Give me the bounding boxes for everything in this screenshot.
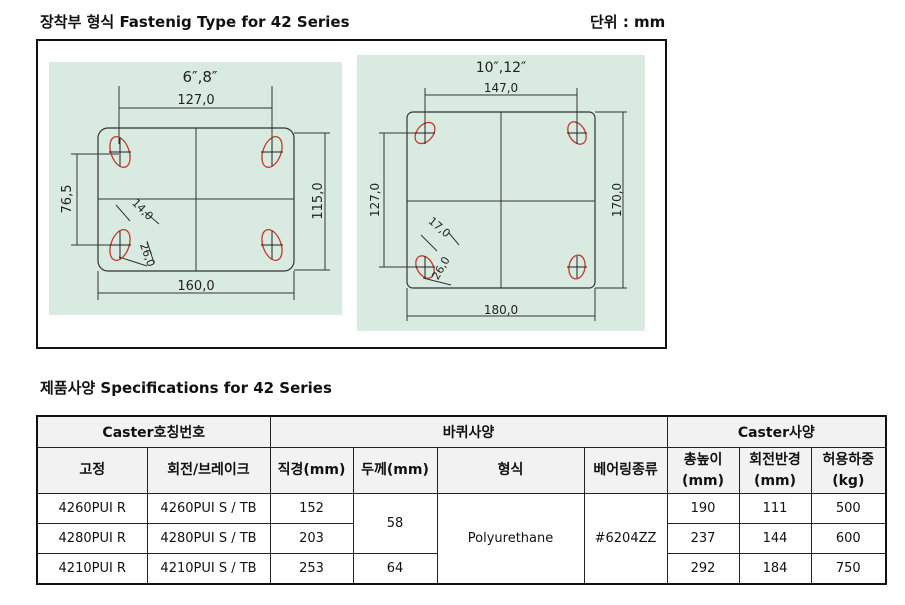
group-wheel-spec: 바퀴사양: [269, 415, 668, 448]
dim-slot-b: 26,0: [137, 241, 158, 268]
cell-height: 190: [666, 493, 740, 524]
cell-diameter: 253: [269, 553, 354, 585]
col-load: 허용하중(kg): [810, 447, 887, 494]
col-diameter: 직경(mm): [269, 447, 354, 494]
cell-fixed: 4260PUI R: [36, 493, 148, 524]
fastening-title: 장착부 형식 Fastenig Type for 42 Series: [40, 13, 350, 31]
cell-height: 237: [666, 523, 740, 554]
dim-top: 147,0: [484, 81, 518, 95]
cell-load: 600: [810, 523, 887, 554]
cell-load: 750: [810, 553, 887, 585]
cell-fixed: 4210PUI R: [36, 553, 148, 585]
group-caster-name: Caster호칭번호: [36, 415, 271, 448]
dim-right: 115,0: [311, 182, 326, 219]
col-swivel: 회전/브레이크: [146, 447, 271, 494]
dim-slot-a: 14,0: [129, 196, 156, 223]
cell-radius: 144: [738, 523, 812, 554]
cell-swivel: 4260PUI S / TB: [146, 493, 271, 524]
cell-radius: 111: [738, 493, 812, 524]
cell-load: 500: [810, 493, 887, 524]
cell-thickness: 64: [352, 553, 438, 585]
col-type: 형식: [436, 447, 585, 494]
cell-height: 292: [666, 553, 740, 585]
unit-label: 단위 : mm: [590, 13, 666, 31]
dim-left: 127,0: [368, 183, 382, 217]
table-row: 4210PUI R 4210PUI S / TB 253 64 292 184 …: [36, 553, 887, 585]
table-row: 4260PUI R 4260PUI S / TB 152 58 Polyuret…: [36, 493, 887, 585]
table-row: 4280PUI R 4280PUI S / TB 203 237 144 600: [36, 523, 887, 554]
cell-bearing: #6204ZZ: [583, 493, 668, 585]
col-radius: 회전반경(mm): [738, 447, 812, 494]
dim-bottom: 180,0: [484, 303, 518, 317]
specs-table: Caster호칭번호 바퀴사양 Caster사양 고정 회전/브레이크 직경(m…: [36, 415, 888, 585]
plate-drawing-6-8: 6″,8″ 127,0 160,0 76,5 115,0 14,0 26,0: [49, 62, 342, 315]
plate-drawing-10-12: 10″,12″ 147,0 180,0 127,0 170,0 17,0 26,…: [357, 55, 645, 331]
dim-top: 127,0: [177, 93, 214, 108]
plate-size-label: 6″,8″: [182, 68, 217, 86]
cell-thickness: 58: [352, 493, 438, 554]
dim-left: 76,5: [60, 185, 75, 214]
group-caster-spec: Caster사양: [666, 415, 887, 448]
cell-fixed: 4280PUI R: [36, 523, 148, 554]
cell-swivel: 4210PUI S / TB: [146, 553, 271, 585]
cell-radius: 184: [738, 553, 812, 585]
cell-type: Polyurethane: [436, 493, 585, 585]
col-fixed: 고정: [36, 447, 148, 494]
fastening-drawing-frame: [36, 39, 667, 349]
plate-size-label: 10″,12″: [476, 60, 527, 76]
dim-slot-a: 17,0: [426, 214, 453, 240]
dim-slot-b: 26,0: [429, 254, 453, 282]
specs-title: 제품사양 Specifications for 42 Series: [40, 379, 332, 397]
dim-bottom: 160,0: [177, 279, 214, 294]
cell-diameter: 152: [269, 493, 354, 524]
cell-swivel: 4280PUI S / TB: [146, 523, 271, 554]
dim-right: 170,0: [610, 183, 624, 217]
cell-diameter: 203: [269, 523, 354, 554]
col-bearing: 베어링종류: [583, 447, 668, 494]
col-thickness: 두께(mm): [352, 447, 438, 494]
col-height: 총높이(mm): [666, 447, 740, 494]
